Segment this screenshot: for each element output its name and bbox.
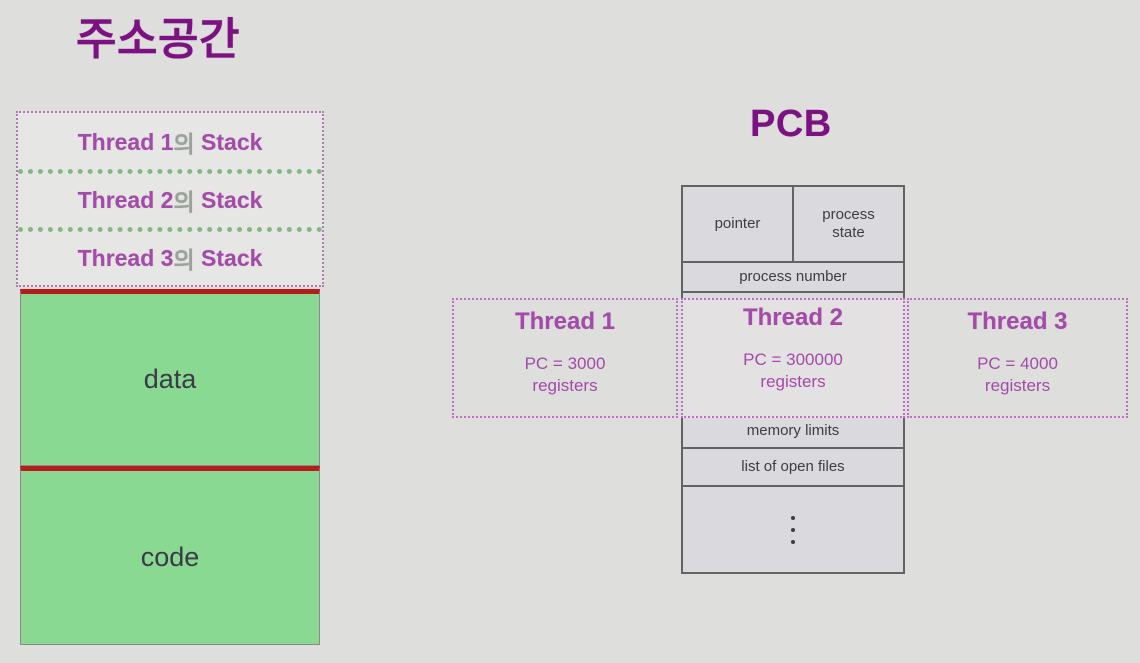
thread-stack-slot-3-kind: Stack (201, 244, 263, 271)
pcb-row-open-files: list of open files (683, 449, 903, 487)
thread-box-3-title: Thread 3 (967, 308, 1068, 335)
thread-stack-divider-2 (18, 227, 322, 232)
thread-stack-slot-3-particle: 의 (173, 247, 195, 273)
thread-stack-slot-2-name: Thread 2 (77, 186, 174, 213)
thread-box-2-pc: PC = 300000 (743, 350, 843, 369)
thread-box-2-registers: registers (760, 372, 826, 391)
thread-box-2-title: Thread 2 (742, 304, 844, 331)
thread-stack-slot-3-name: Thread 3 (77, 244, 174, 271)
thread-stack-slot-2-kind: Stack (201, 186, 263, 213)
pcb-row-memory-limits: memory limits (683, 415, 903, 449)
thread-box-1-title: Thread 1 (514, 308, 616, 335)
pcb-cell-process-state-line1: process (822, 206, 875, 224)
pcb-row-process-number: process number (683, 263, 903, 293)
memory-segment-data: data (20, 289, 320, 466)
thread-box-3-pc: PC = 4000 (977, 354, 1058, 373)
thread-stack-slot-1-kind: Stack (201, 128, 263, 155)
thread-stack-slot-1-name: Thread 1 (77, 128, 174, 155)
thread-box-1-registers: registers (532, 376, 598, 395)
thread-stack-divider-1 (18, 169, 322, 174)
thread-box-1-pc: PC = 3000 (524, 354, 606, 373)
pcb-cell-memory-limits: memory limits (746, 422, 840, 440)
thread-box-3-registers: registers (984, 376, 1051, 395)
thread-stack-slot-1-particle: 의 (173, 131, 195, 157)
pcb-cell-ellipsis (683, 487, 903, 572)
pcb-cell-list-of-open-files: list of open files (741, 458, 845, 476)
pcb-cell-process-state: process state (794, 187, 903, 261)
pcb-row-ellipsis (683, 487, 903, 572)
memory-segment-code: code (20, 466, 320, 645)
pcb-cell-process-number: process number (739, 268, 847, 286)
pcb-cell-process-state-line2: state (832, 224, 865, 241)
vertical-ellipsis-icon (791, 489, 795, 570)
thread-stack-slot-2-particle: 의 (173, 189, 195, 215)
thread-box-2: Thread 2 PC = 300000 registers (681, 298, 905, 418)
page-title-address-space: 주소공간 (76, 15, 240, 64)
thread-box-1: Thread 1 PC = 3000 registers (452, 298, 678, 418)
page-title-pcb: PCB (750, 103, 832, 145)
pcb-row-pointer-state: pointer process state (683, 187, 903, 263)
thread-box-3: Thread 3 PC = 4000 registers (907, 298, 1128, 418)
pcb-cell-pointer: pointer (683, 187, 794, 261)
